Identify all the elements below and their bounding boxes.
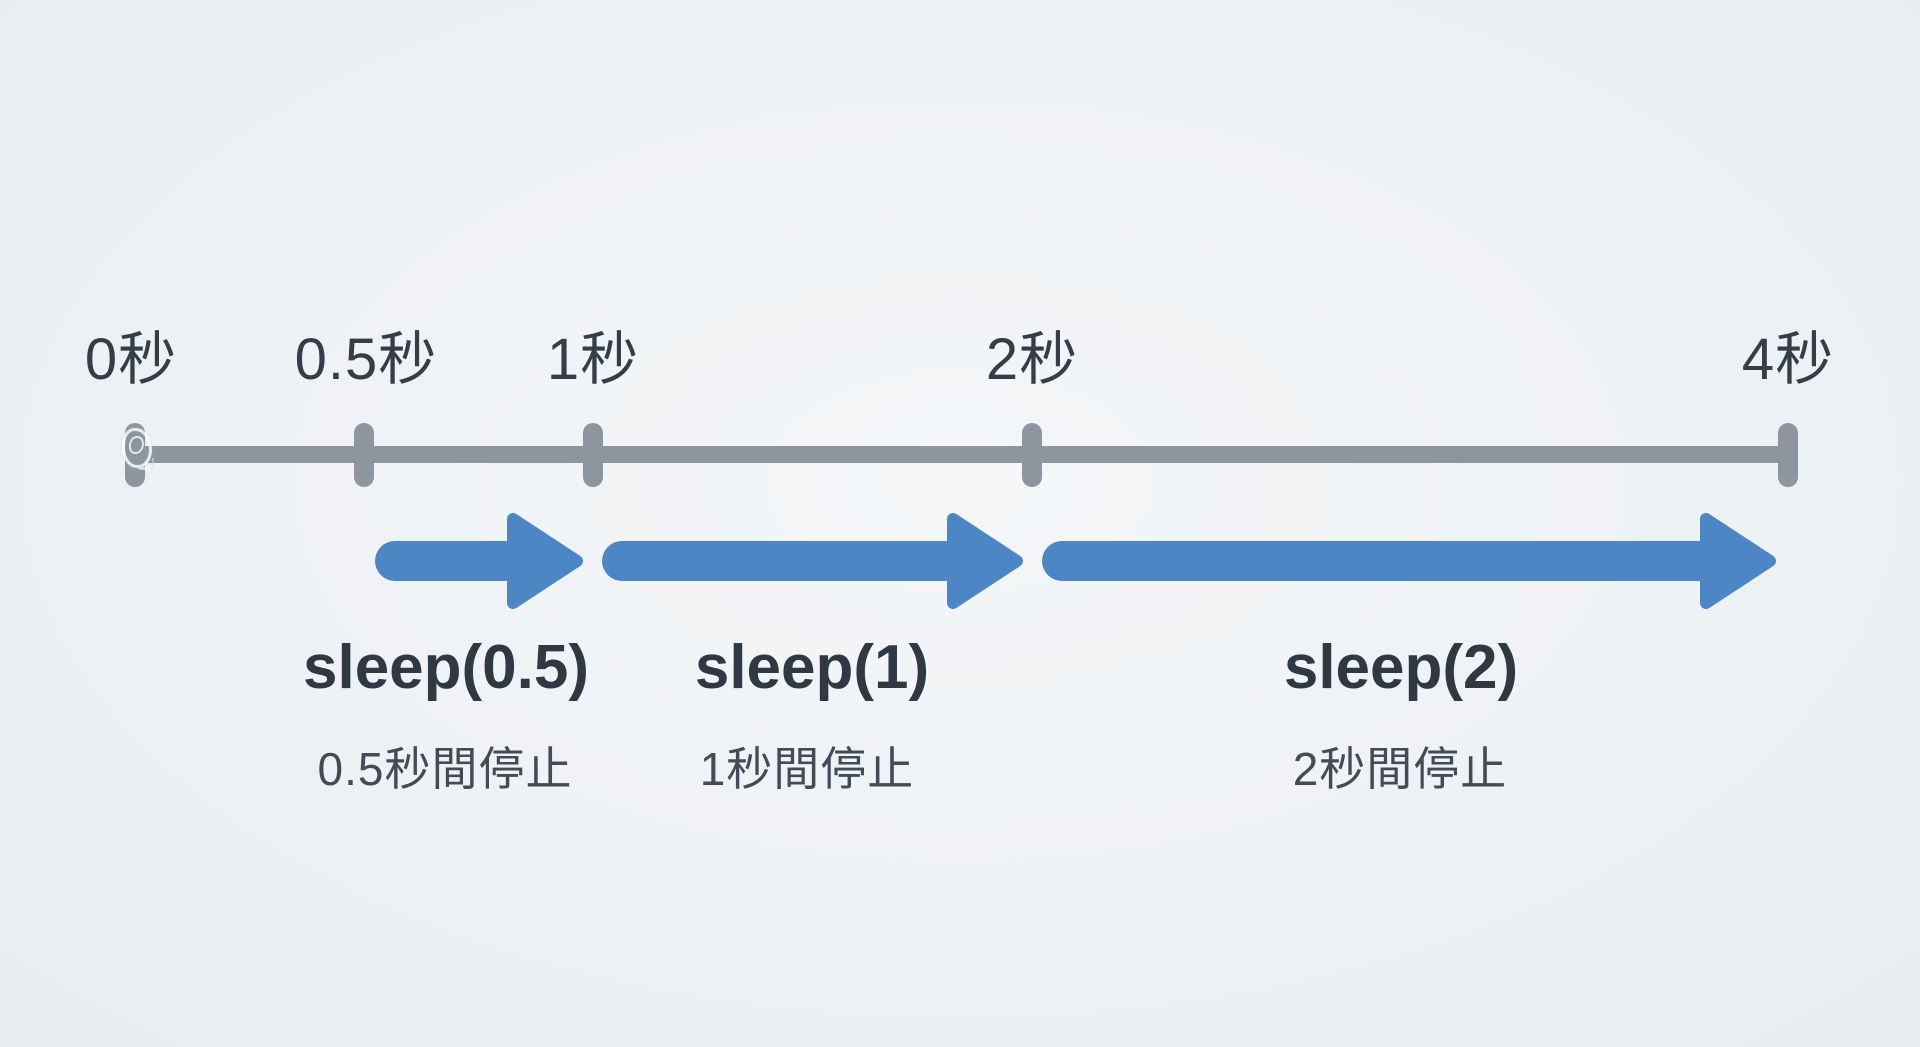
tick-label-1s: 1秒 (546, 327, 640, 392)
code-label-sleep-1: sleep(1) (694, 633, 930, 702)
timeline-tick-0s (125, 423, 145, 487)
tick-label-0-5s: 0.5秒 (294, 327, 438, 392)
note-label-2s-pause: 2秒間停止 (1292, 743, 1508, 795)
tick-label-0s: 0秒 (84, 327, 178, 392)
timeline-tick-4s (1778, 423, 1798, 487)
code-label-sleep-2: sleep(2) (1283, 633, 1519, 702)
timeline-tick-0-5s (354, 423, 374, 487)
sleep-1-arrow (602, 513, 1023, 609)
tick-label-4s: 4秒 (1741, 327, 1835, 392)
note-label-1s-pause: 1秒間停止 (699, 743, 915, 795)
timeline-tick-1s (583, 423, 603, 487)
sleep-0-5-arrow (375, 513, 583, 609)
timeline-tick-2s (1022, 423, 1042, 487)
note-label-0-5s-pause: 0.5秒間停止 (317, 743, 573, 795)
timeline-axis (130, 446, 1794, 463)
sleep-2-arrow (1042, 513, 1776, 609)
tick-label-2s: 2秒 (985, 327, 1079, 392)
code-label-sleep-0-5: sleep(0.5) (302, 633, 590, 702)
